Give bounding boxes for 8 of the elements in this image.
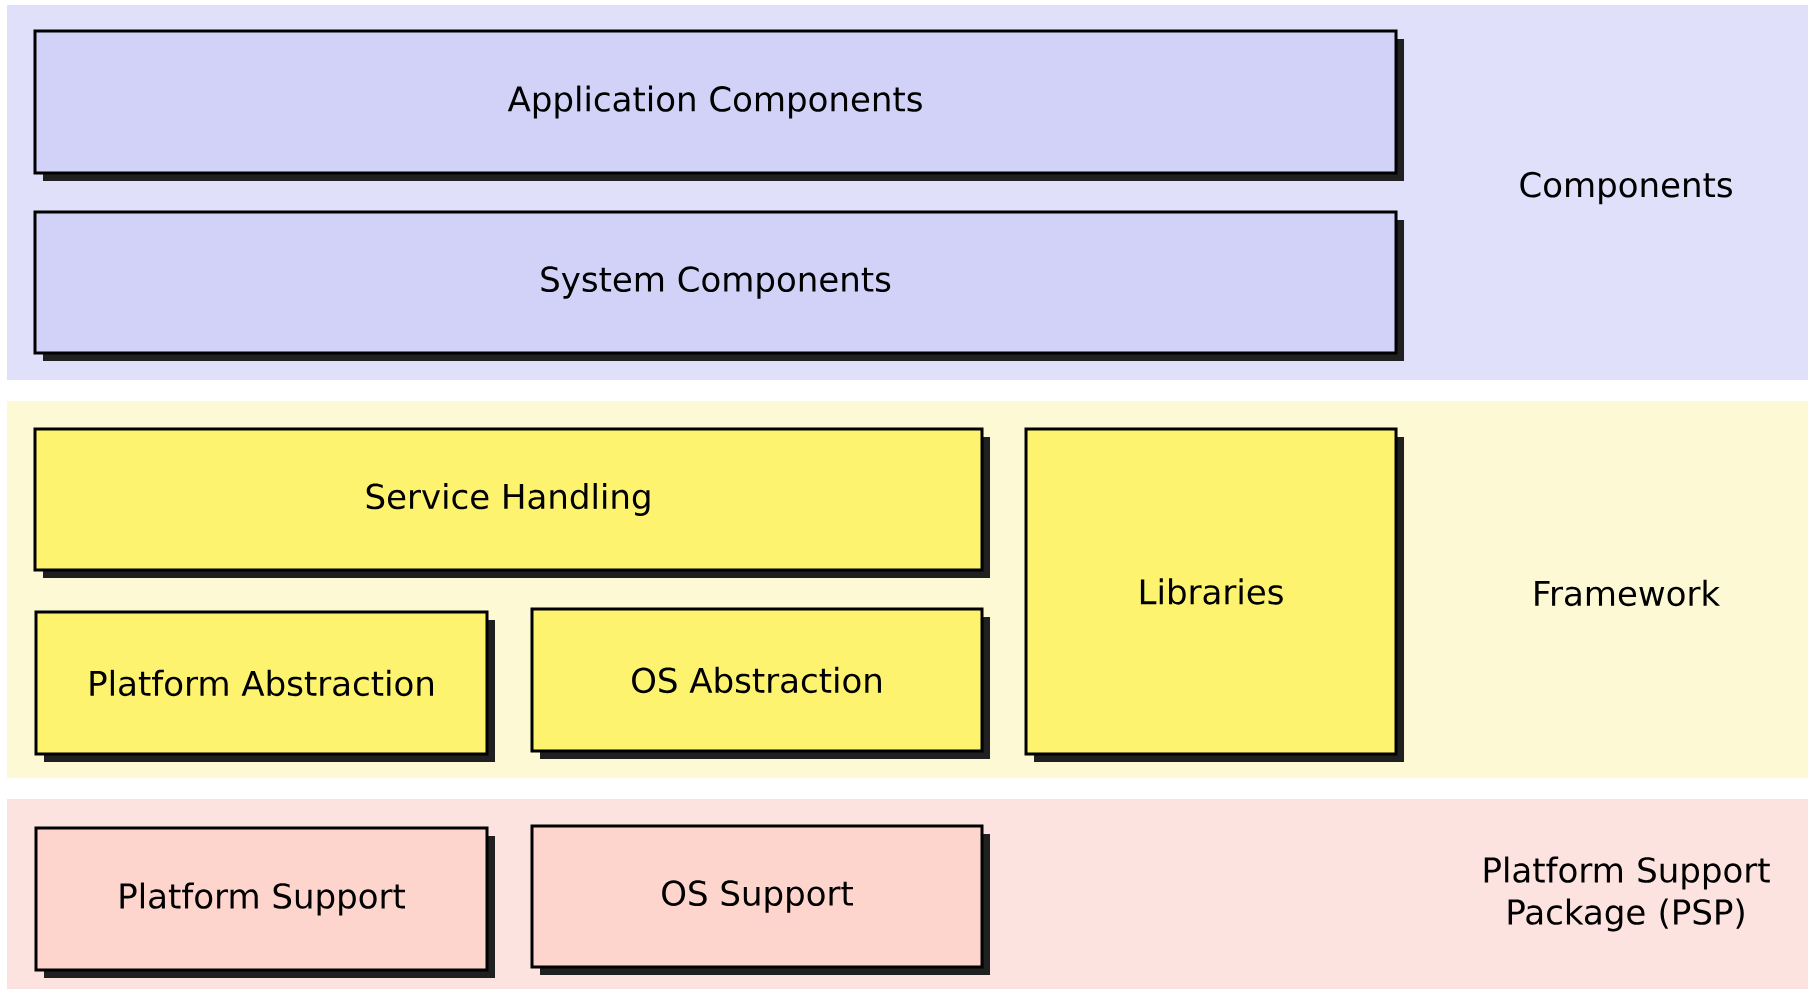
component-box: Platform Support	[34, 826, 495, 978]
component-box: Service Handling	[33, 427, 990, 578]
component-box: Platform Abstraction	[34, 610, 495, 762]
component-box: System Components	[33, 210, 1404, 361]
component-box: OS Support	[530, 824, 990, 975]
component-box: OS Abstraction	[530, 607, 990, 759]
component-box: Application Components	[33, 29, 1404, 181]
component-box: Libraries	[1024, 427, 1404, 762]
